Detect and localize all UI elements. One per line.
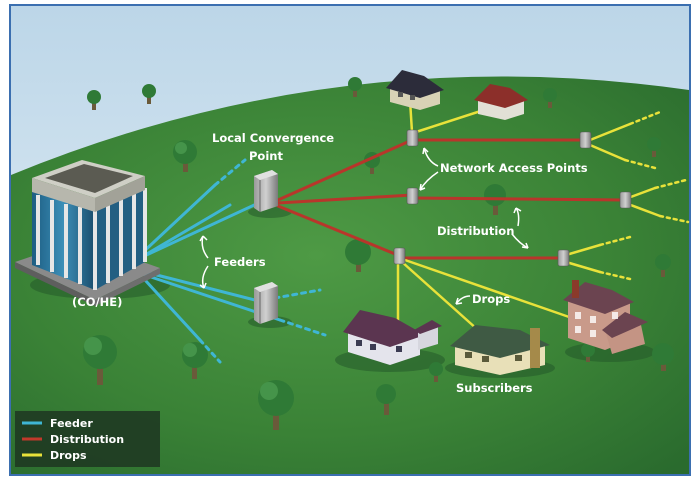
tree-icon <box>484 184 506 215</box>
feeders-label: Feeders <box>214 255 266 269</box>
nap-box-icon <box>619 191 632 209</box>
legend: Feeder Distribution Drops <box>15 411 160 467</box>
house-icon <box>343 310 442 365</box>
tree-icon <box>376 384 396 415</box>
lcp-label-line2: Point <box>249 149 283 163</box>
house-icon <box>474 84 528 120</box>
legend-label-drops: Drops <box>50 449 87 462</box>
nap-box-icon <box>393 247 406 265</box>
central-office-building <box>15 160 160 306</box>
nap-box-icon <box>406 129 419 147</box>
tree-icon <box>348 77 362 97</box>
lcp-label-line1: Local Convergence <box>212 131 334 145</box>
tree-icon <box>647 137 661 157</box>
tree-icon <box>652 343 674 371</box>
tree-icon <box>543 88 557 108</box>
distribution-lines <box>276 138 627 260</box>
house-icon <box>450 325 550 375</box>
co-he-label: (CO/HE) <box>72 295 122 309</box>
feeder-lines <box>138 158 327 364</box>
nap-boxes <box>393 129 632 267</box>
tree-icon <box>87 90 101 110</box>
nap-box-icon <box>579 131 592 149</box>
nap-box-icon <box>406 187 419 205</box>
nap-label: Network Access Points <box>440 161 588 175</box>
tree-icon <box>655 254 671 277</box>
tree-icon <box>182 342 208 379</box>
subscribers-label: Subscribers <box>456 381 533 395</box>
trees <box>83 77 674 430</box>
drop-lines <box>396 98 690 332</box>
tree-icon <box>581 343 595 362</box>
tree-icon <box>345 239 371 272</box>
tree-icon <box>173 140 197 172</box>
tree-icon <box>83 335 117 385</box>
legend-label-feeder: Feeder <box>50 417 93 430</box>
annotation-arrows <box>199 147 529 305</box>
lcp-cabinet-icon <box>254 170 278 212</box>
house-icon <box>563 280 648 354</box>
lcp-cabinet-icon <box>254 282 278 324</box>
drops-label: Drops <box>472 292 510 306</box>
legend-label-distribution: Distribution <box>50 433 124 446</box>
tree-icon <box>429 362 443 382</box>
distribution-label: Distribution <box>437 224 514 238</box>
tree-icon <box>258 380 294 430</box>
house-icon <box>386 70 444 110</box>
tree-icon <box>142 84 156 104</box>
nap-box-icon <box>557 249 570 267</box>
